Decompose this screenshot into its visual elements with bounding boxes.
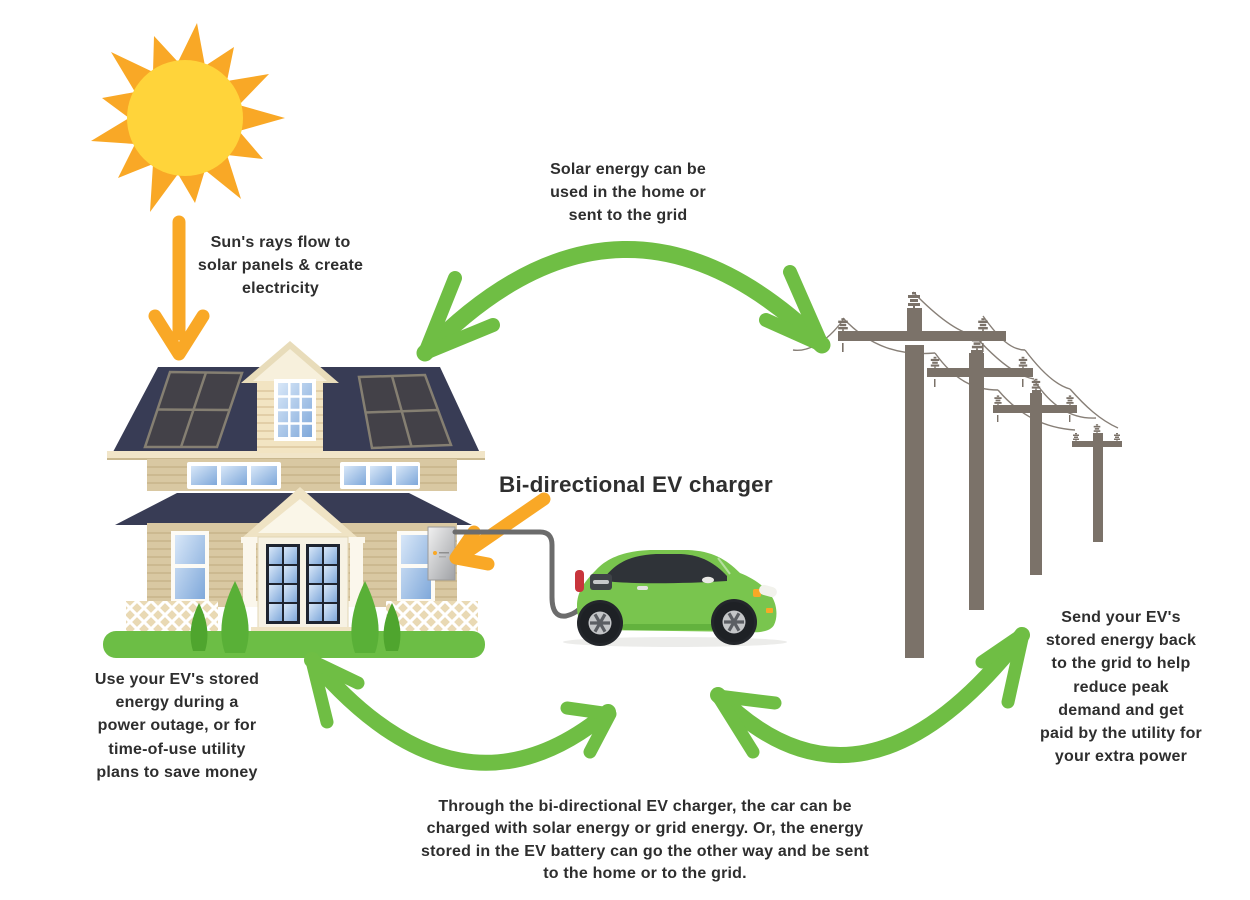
sun-rays-arrow-icon xyxy=(148,215,210,361)
note-line: power outage, or for xyxy=(97,717,257,735)
note-line: Through the bi-directional EV charger, t… xyxy=(438,798,852,815)
charger-pointer-arrow-icon xyxy=(449,492,551,571)
note-line: sent to the grid xyxy=(568,207,688,225)
house-car-arrow-icon xyxy=(304,652,617,771)
charger-label: Bi-directional EV charger xyxy=(499,472,773,497)
note-line: to the grid to help xyxy=(1051,655,1191,673)
ev-charger-box xyxy=(427,526,456,581)
solar-panels-left xyxy=(143,370,244,449)
flow-annotation: Through the bi-directional EV charger, t… xyxy=(385,796,905,886)
bushes xyxy=(190,581,401,653)
sun-icon xyxy=(91,23,285,212)
home-use-annotation: Use your EV's stored energy during a pow… xyxy=(76,668,278,784)
sun-annotation: Sun's rays flow to solar panels & create… xyxy=(183,231,378,301)
house-illustration xyxy=(103,341,485,658)
note-line: time-of-use utility xyxy=(108,740,246,758)
utility-poles-illustration xyxy=(792,291,1122,658)
note-line: stored energy back xyxy=(1045,632,1197,650)
note-line: solar panels & create xyxy=(197,257,364,275)
note-line: Use your EV's stored xyxy=(94,671,260,688)
note-line: plans to save money xyxy=(96,763,258,781)
utility-pole xyxy=(1072,424,1122,542)
solar-grid-arrow-icon xyxy=(416,241,831,362)
utility-pole xyxy=(927,336,1033,610)
wheel xyxy=(711,599,757,645)
solar-annotation: Solar energy can be used in the home or … xyxy=(533,158,723,228)
grid-send-annotation: Send your EV's stored energy back to the… xyxy=(1026,606,1216,768)
car-grid-arrow-icon xyxy=(710,627,1030,763)
ev-car-illustration xyxy=(563,550,787,647)
note-line: electricity xyxy=(242,280,319,298)
note-line: demand and get xyxy=(1058,701,1184,719)
note-line: reduce peak xyxy=(1073,678,1169,696)
dormer xyxy=(241,341,339,453)
note-line: Send your EV's xyxy=(1061,609,1181,626)
note-line: your extra power xyxy=(1054,748,1188,766)
utility-pole xyxy=(838,292,1006,658)
note-line: stored in the EV battery can go the othe… xyxy=(421,842,869,860)
note-line: to the home or to the grid. xyxy=(543,865,747,883)
lawn xyxy=(103,631,485,658)
note-line: Solar energy can be xyxy=(550,161,706,178)
entry-doors xyxy=(251,536,355,639)
note-line: charged with solar energy or grid energy… xyxy=(426,820,864,838)
solar-panels-right xyxy=(357,373,453,450)
note-line: energy during a xyxy=(115,694,239,712)
note-line: used in the home or xyxy=(550,184,706,202)
utility-pole xyxy=(993,378,1077,575)
note-line: paid by the utility for xyxy=(1040,724,1202,742)
note-line: Sun's rays flow to xyxy=(210,234,351,251)
upper-windows xyxy=(187,462,420,489)
wheel xyxy=(577,600,623,646)
